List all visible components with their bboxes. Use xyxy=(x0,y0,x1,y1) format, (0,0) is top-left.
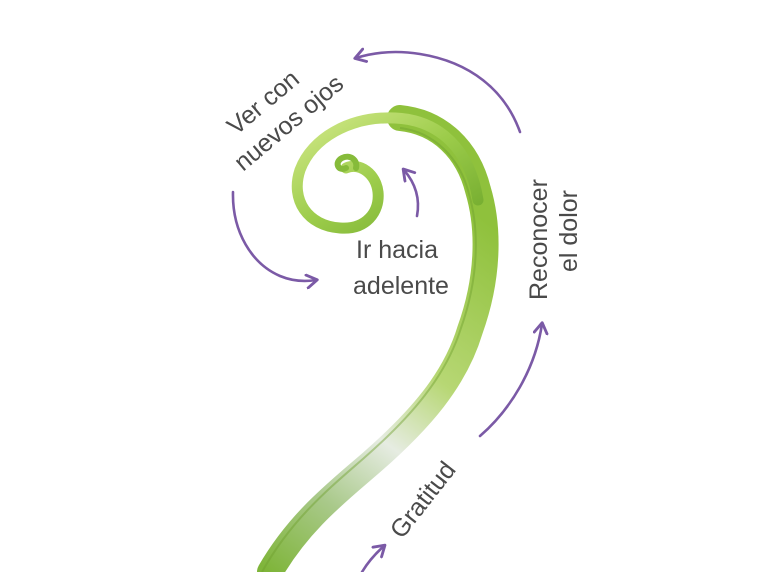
arrow-gratitude-to-pain xyxy=(478,324,542,438)
label-acknowledge-pain-line1: Reconocer xyxy=(525,179,553,300)
arrow-bottom-to-gratitude xyxy=(360,546,384,572)
label-move-forward-line2: adelente xyxy=(353,272,449,300)
fern-stem-edge xyxy=(261,127,477,572)
cycle-arrows xyxy=(231,52,542,572)
label-gratitude: Gratitud xyxy=(385,456,462,543)
arrow-pain-to-new-eyes xyxy=(356,52,522,134)
fern-frond xyxy=(257,105,499,572)
label-move-forward-line1: Ir hacia xyxy=(356,236,438,264)
arrow-forward-to-center xyxy=(404,170,420,218)
fern-arch xyxy=(291,112,484,234)
label-acknowledge-pain-line2: el dolor xyxy=(555,190,583,272)
stage-labels: Gratitud Reconocer el dolor Ver con nuev… xyxy=(222,65,583,544)
fern-coil-tip xyxy=(334,153,360,172)
arrow-new-eyes-to-forward xyxy=(231,190,316,281)
